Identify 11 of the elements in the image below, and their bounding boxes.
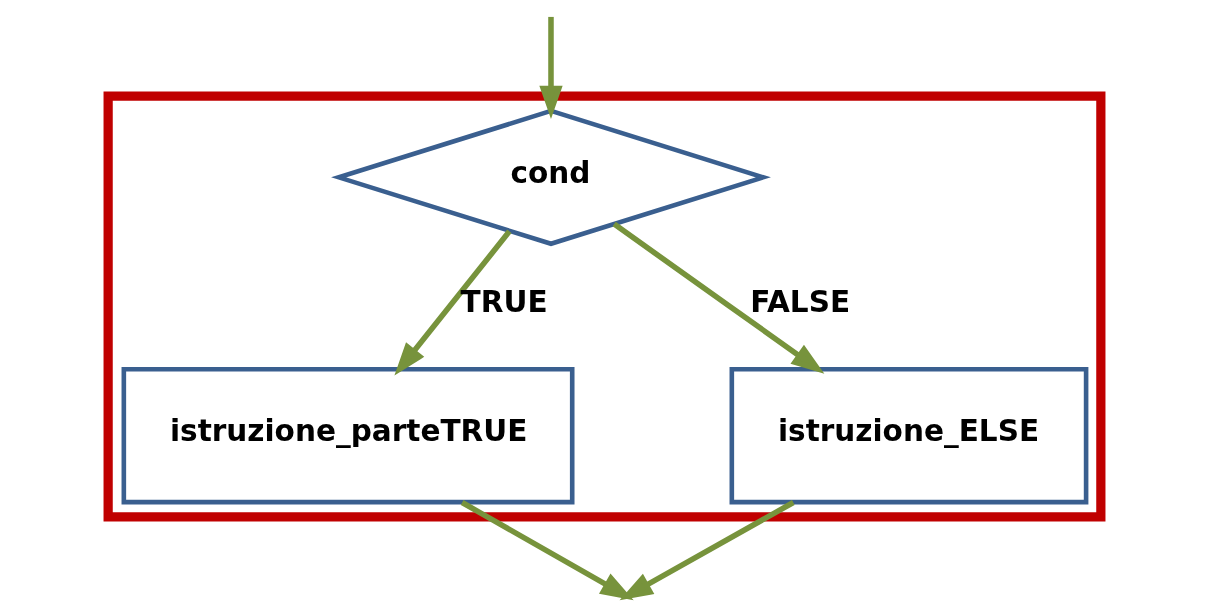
node-box: istruzione_parteTRUE: [121, 366, 575, 505]
arrow: [394, 229, 512, 376]
edge-label: TRUE: [460, 284, 548, 319]
edge-label: FALSE: [750, 284, 851, 319]
cluster: [103, 91, 1106, 522]
arrow: [612, 221, 825, 374]
arrow: [619, 500, 795, 601]
arrow: [460, 500, 634, 601]
node-diamond: cond: [331, 108, 771, 247]
arrow: [539, 16, 563, 120]
node-box: istruzione_ELSE: [729, 366, 1089, 505]
